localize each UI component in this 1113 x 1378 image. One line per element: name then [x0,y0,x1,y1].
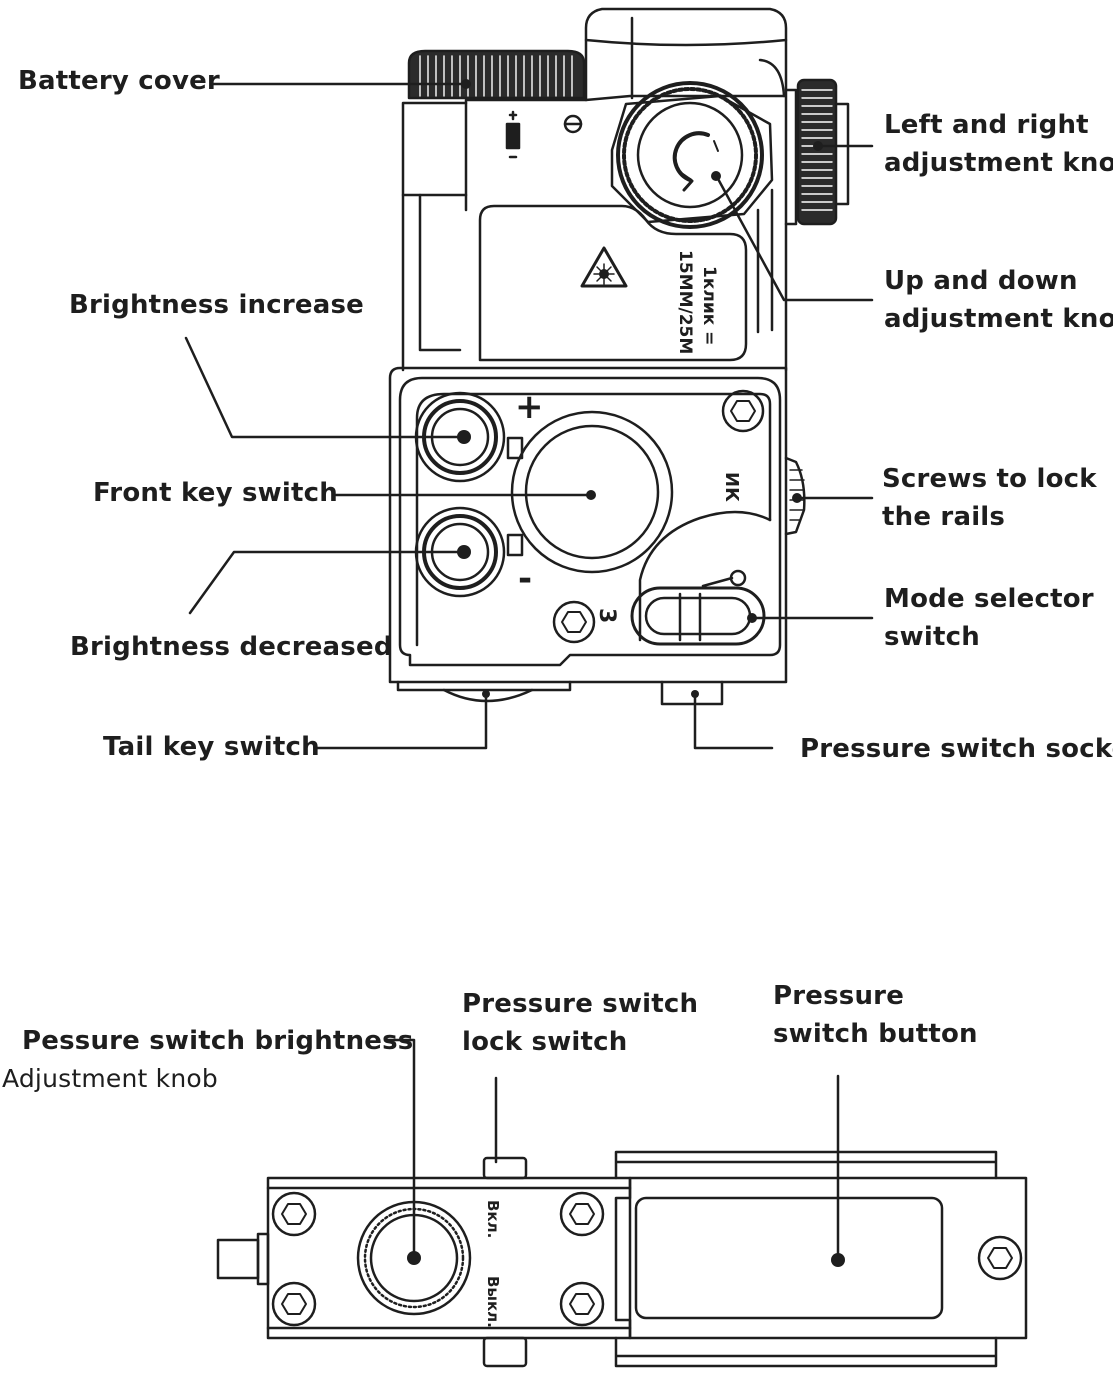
label-brightness-increase: Brightness increase [69,290,364,320]
label-tail-key-switch: Tail key switch [103,732,320,762]
ps-body-left [266,1176,632,1340]
hex-screw-lower [552,600,596,644]
ps-lock-switch-top [482,1156,528,1180]
label-left-right-knob-line2: adjustment knob [884,148,1113,178]
label-ps-button-line1: Pressure [773,981,905,1011]
label-up-down-knob-line1: Up and down [884,266,1078,296]
left-right-adjustment-knob [784,78,850,226]
pressure-switch-device [216,1150,1028,1368]
label-ps-lock-line1: Pressure switch [462,989,699,1019]
up-down-adjustment-knob [610,81,774,229]
top-device [388,7,850,706]
label-up-down-knob-line2: adjustment knob [884,304,1113,334]
ps-connector [216,1238,260,1280]
label-pressure-switch-socket: Pressure switch socket [800,734,1113,764]
battery-polarity-icon [505,110,521,159]
pressure-switch-socket [660,680,724,706]
label-ps-lock-line2: lock switch [462,1027,628,1057]
click-marking-2: 15ММ/25М [675,250,695,354]
emitter-housing [584,7,788,102]
ps-lock-switch-bottom [482,1336,528,1368]
upper-body [401,94,788,372]
label-screws-line2: the rails [882,502,1006,532]
off-marking: Выкл. [484,1276,502,1328]
laser-warning-panel [478,204,748,362]
label-ps-brightness-line1: Pessure switch brightness [22,1026,414,1056]
ps-bottom-rail [614,1336,998,1368]
label-ps-brightness-line2: Adjustment knob [2,1064,218,1093]
label-screws-line1: Screws to lock [882,464,1097,494]
label-battery-cover: Battery cover [18,66,220,96]
mode-3-marking: 3 [594,608,619,623]
hex-screw-upper [721,389,765,433]
ps-button-pad [634,1196,944,1320]
mode-selector-switch [630,569,766,646]
label-left-right-knob-line1: Left and right [884,110,1089,140]
top-leader-lines [184,82,874,750]
label-mode-selector-line2: switch [884,622,980,652]
control-face [388,366,788,684]
mode-ik-marking: ИК [721,472,742,502]
label-ps-button-line2: switch button [773,1019,978,1049]
front-key-switch [510,410,674,574]
label-front-key-switch: Front key switch [93,478,338,508]
click-marking-1: 1клик = [699,266,719,345]
battery-cover-knob [407,49,586,100]
bottom-leader-lines [386,1038,840,1262]
on-marking: Вкл. [484,1200,502,1238]
label-brightness-decreased: Brightness decreased [70,632,393,662]
bottom-rail-left [396,680,572,692]
label-mode-selector-line1: Mode selector [884,584,1094,614]
ps-top-rail [614,1150,998,1180]
ps-body-right [614,1176,1028,1340]
plus-marking: + [515,387,544,427]
minus-marking: - [518,559,532,599]
ps-hex-screws [271,1191,1023,1327]
